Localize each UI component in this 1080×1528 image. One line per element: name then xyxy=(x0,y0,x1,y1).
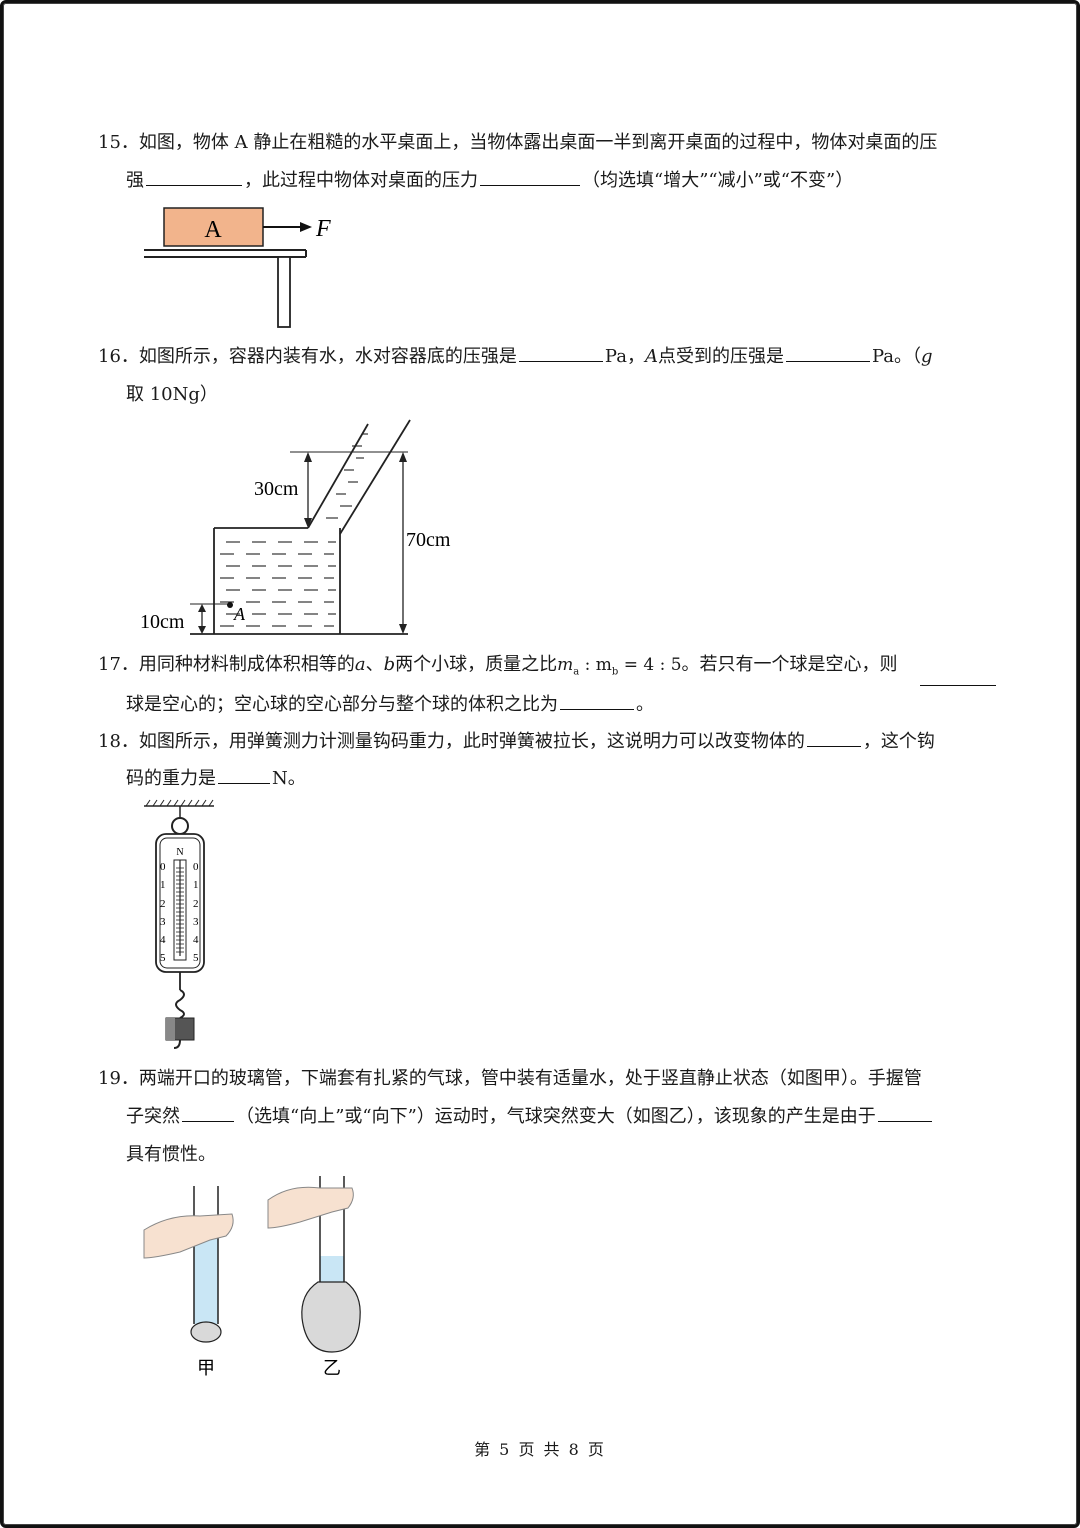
q17-blank-2[interactable] xyxy=(560,691,634,710)
q15-blank-2[interactable] xyxy=(480,167,580,186)
svg-text:5: 5 xyxy=(160,952,166,964)
svg-text:3: 3 xyxy=(193,916,199,928)
q15-line2: 强，此过程中物体对桌面的压力（均选填“增大”“减小”或“不变”） xyxy=(126,166,853,192)
scale-right-labels: 0 1 2 3 4 5 xyxy=(193,861,199,964)
figure-yi: 乙 xyxy=(267,1176,361,1378)
svg-text:2: 2 xyxy=(193,898,199,910)
q17-line1: 17．用同种材料制成体积相等的a、b两个小球，质量之比ma : mb = 4 :… xyxy=(98,654,898,678)
q15-number: 15． xyxy=(98,132,139,153)
svg-text:2: 2 xyxy=(160,898,166,910)
q15-blank-1[interactable] xyxy=(146,167,242,186)
q16-number: 16． xyxy=(98,346,139,367)
q18-line1: 18．如图所示，用弹簧测力计测量钩码重力，此时弹簧被拉长，这说明力可以改变物体的… xyxy=(98,727,935,753)
hand-yi xyxy=(267,1186,354,1229)
point-a-label: A xyxy=(233,604,246,624)
label-yi: 乙 xyxy=(323,1358,341,1378)
hanging-ring xyxy=(171,817,189,835)
q18-blank-1[interactable] xyxy=(806,728,861,747)
hand-jia xyxy=(143,1213,234,1259)
page-footer: 第 5 页 共 8 页 xyxy=(474,1440,606,1459)
q15-text-1: 如图，物体 A 静止在粗糙的水平桌面上，当物体露出桌面一半到离开桌面的过程中，物… xyxy=(138,132,938,153)
q15-figure: A F xyxy=(144,207,331,328)
svg-text:4: 4 xyxy=(160,934,166,946)
force-label: F xyxy=(315,216,331,242)
tube-left-wall xyxy=(307,423,369,529)
q16-blank-1[interactable] xyxy=(518,343,603,362)
q16-figure: 30cm 70cm 10cm A xyxy=(140,419,451,635)
q18-blank-2[interactable] xyxy=(218,765,270,784)
hook xyxy=(175,989,185,1019)
scale-left-labels: 0 1 2 3 4 5 xyxy=(160,861,166,964)
q19-number: 19． xyxy=(98,1068,139,1089)
dim-30-label: 30cm xyxy=(254,478,299,500)
q15-line1: 15．如图，物体 A 静止在粗糙的水平桌面上，当物体露出桌面一半到离开桌面的过程… xyxy=(98,128,937,154)
q19-blank-2[interactable] xyxy=(877,1103,932,1122)
block-a xyxy=(163,207,264,247)
svg-text:1: 1 xyxy=(160,879,166,891)
table-leg xyxy=(277,256,291,328)
mass-ratio: ma : mb = 4 : 5 xyxy=(557,655,682,678)
q19-line3: 具有惯性。 xyxy=(126,1144,216,1165)
figure-jia: 甲 xyxy=(143,1186,234,1378)
q17-number: 17． xyxy=(98,654,139,675)
q17-blank-1[interactable] xyxy=(920,685,996,686)
dim-10-label: 10cm xyxy=(140,611,185,633)
point-a xyxy=(227,602,233,608)
label-jia: 甲 xyxy=(197,1358,215,1378)
tube-right-wall xyxy=(339,419,411,535)
q18-number: 18． xyxy=(98,731,139,752)
svg-text:3: 3 xyxy=(160,916,166,928)
q17-line2: 球是空心的；空心球的空心部分与整个球的体积之比为。 xyxy=(126,690,654,716)
q16-line2: 取 10Ng） xyxy=(126,384,218,405)
balloon-large xyxy=(301,1281,361,1353)
q19-figure: 甲 乙 xyxy=(143,1176,361,1378)
q19-line1: 19．两端开口的玻璃管，下端套有扎紧的气球，管中装有适量水，处于竖直静止状态（如… xyxy=(98,1068,922,1089)
svg-text:0: 0 xyxy=(193,861,199,873)
scale-unit: N xyxy=(176,847,183,858)
balloon-small xyxy=(190,1321,222,1343)
q16-blank-2[interactable] xyxy=(785,343,870,362)
svg-text:5: 5 xyxy=(193,952,199,964)
svg-text:4: 4 xyxy=(193,934,199,946)
block-a-label: A xyxy=(204,217,222,243)
water-dashes xyxy=(220,433,368,627)
svg-text:1: 1 xyxy=(193,879,199,891)
svg-text:0: 0 xyxy=(160,861,166,873)
tube-water-yi xyxy=(320,1256,344,1286)
q19-line2: 子突然（选填“向上”或“向下”）运动时，气球突然变大（如图乙），该现象的产生是由… xyxy=(126,1102,934,1128)
dim-70-label: 70cm xyxy=(406,529,451,551)
q19-blank-1[interactable] xyxy=(182,1103,234,1122)
force-arrow-head xyxy=(300,222,312,232)
spring-scale-figure: N 0 1 2 3 4 5 0 1 2 3 4 5 xyxy=(144,799,214,1049)
